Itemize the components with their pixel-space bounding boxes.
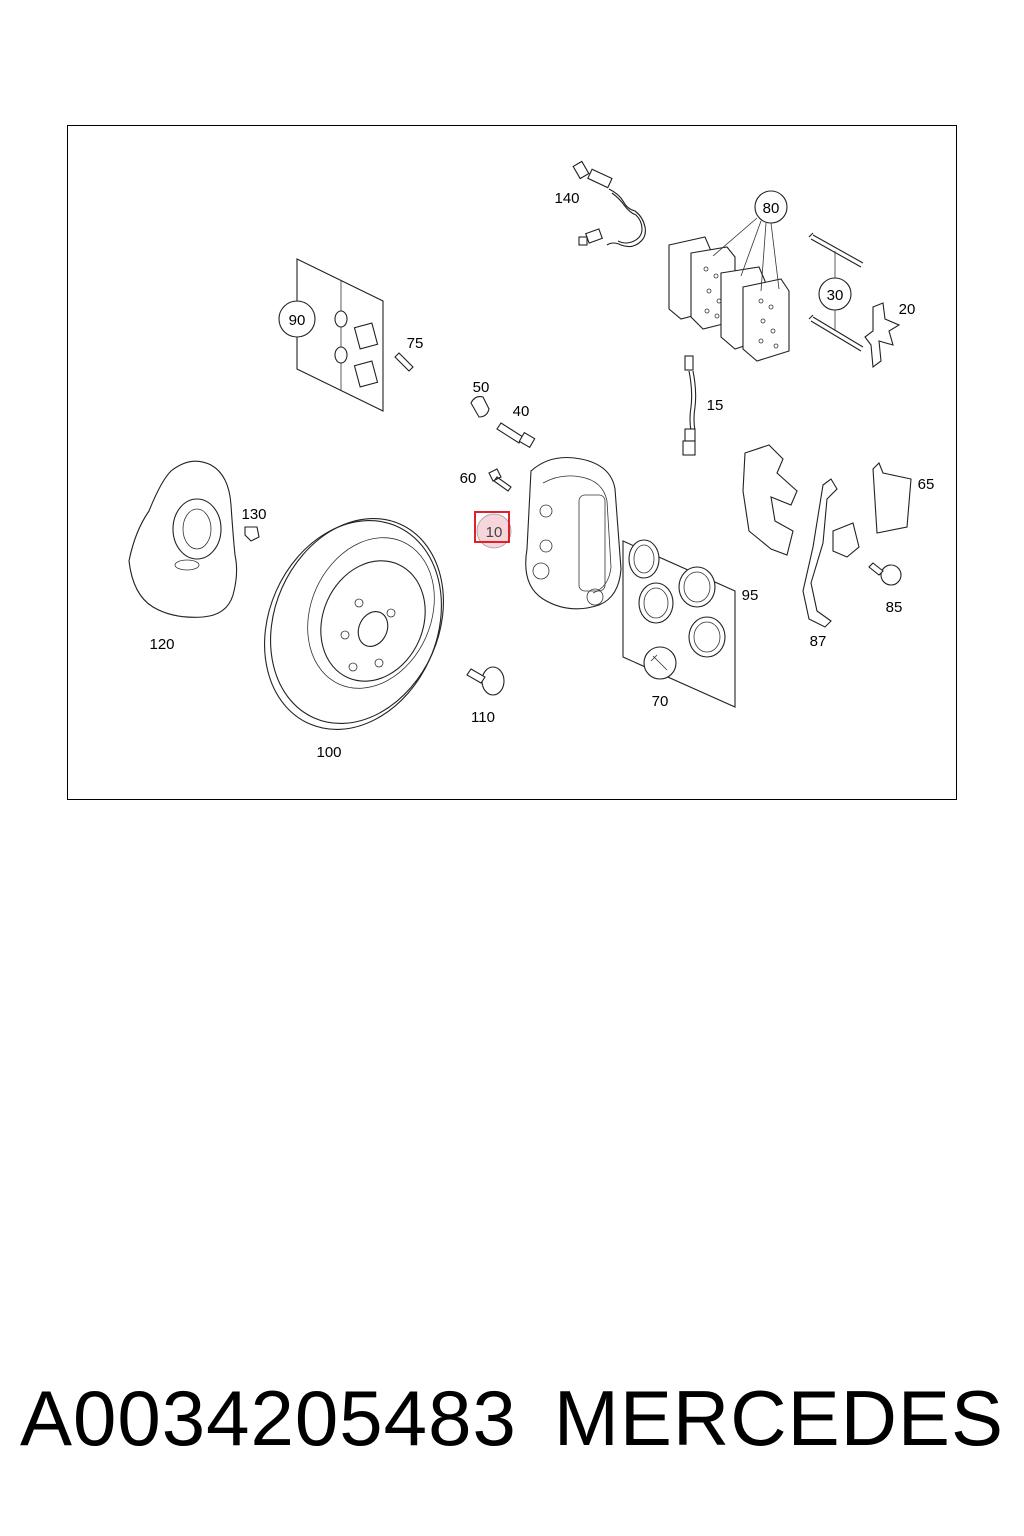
callout-95-label: 95 (742, 587, 759, 604)
parts-diagram-frame: 10 (67, 125, 957, 800)
caliper-bolt-part (488, 468, 512, 492)
callout-87-label: 87 (810, 633, 827, 650)
brake-disc-part (264, 518, 444, 730)
callout-65-label: 65 (918, 476, 935, 493)
callout-90-label: 90 (289, 312, 306, 329)
brake-caliper-part (525, 456, 622, 610)
splash-shield-part (128, 460, 238, 618)
highlighted-callout-10[interactable]: 10 (474, 511, 512, 549)
callout-100-label: 100 (316, 744, 341, 761)
caliper-bracket-part (742, 444, 798, 556)
callout-90-circle (278, 300, 316, 338)
guide-pins-part (808, 232, 864, 352)
callout-15-label: 15 (707, 397, 724, 414)
wrench-glyph (650, 654, 668, 671)
callout-70-label: 70 (652, 693, 669, 710)
callout-85-label: 85 (886, 599, 903, 616)
shield-bolt-part (244, 526, 260, 542)
brand-name: MERCEDES (553, 1373, 1004, 1462)
product-caption: A0034205483 MERCEDES (20, 1368, 1004, 1468)
callout-40-label: 40 (513, 403, 530, 420)
heat-shield-part (872, 462, 912, 534)
callout-60-label: 60 (460, 470, 477, 487)
anti-rattle-plate-part (802, 478, 860, 628)
callout-10-label: 10 (486, 524, 503, 541)
brake-parts-diagram: 10 (128, 160, 935, 761)
bleeder-cap-part (394, 352, 414, 372)
callout-80-label: 80 (763, 200, 780, 217)
callout-80-circle (754, 190, 788, 224)
callout-140-label: 140 (554, 190, 579, 207)
shield-screw-part (868, 562, 902, 586)
callout-130-label: 130 (241, 506, 266, 523)
callout-75-label: 75 (407, 335, 424, 352)
wear-sensor-part (572, 160, 646, 248)
callout-30-circle (818, 277, 852, 311)
callout-110-label: 110 (471, 709, 495, 726)
part-number: A0034205483 (20, 1373, 517, 1462)
bushing-kit-part (296, 258, 384, 412)
brake-pads-part (668, 217, 790, 362)
callout-50-label: 50 (473, 379, 490, 396)
brake-hose-part (682, 355, 697, 456)
disc-screw-part (466, 666, 505, 696)
bleed-screw-part (470, 396, 536, 449)
callout-20-label: 20 (899, 301, 916, 318)
callout-30-label: 30 (827, 287, 844, 304)
spring-clip-part (864, 302, 901, 369)
callout-120-label: 120 (149, 636, 174, 653)
seal-kit-part (622, 539, 736, 708)
